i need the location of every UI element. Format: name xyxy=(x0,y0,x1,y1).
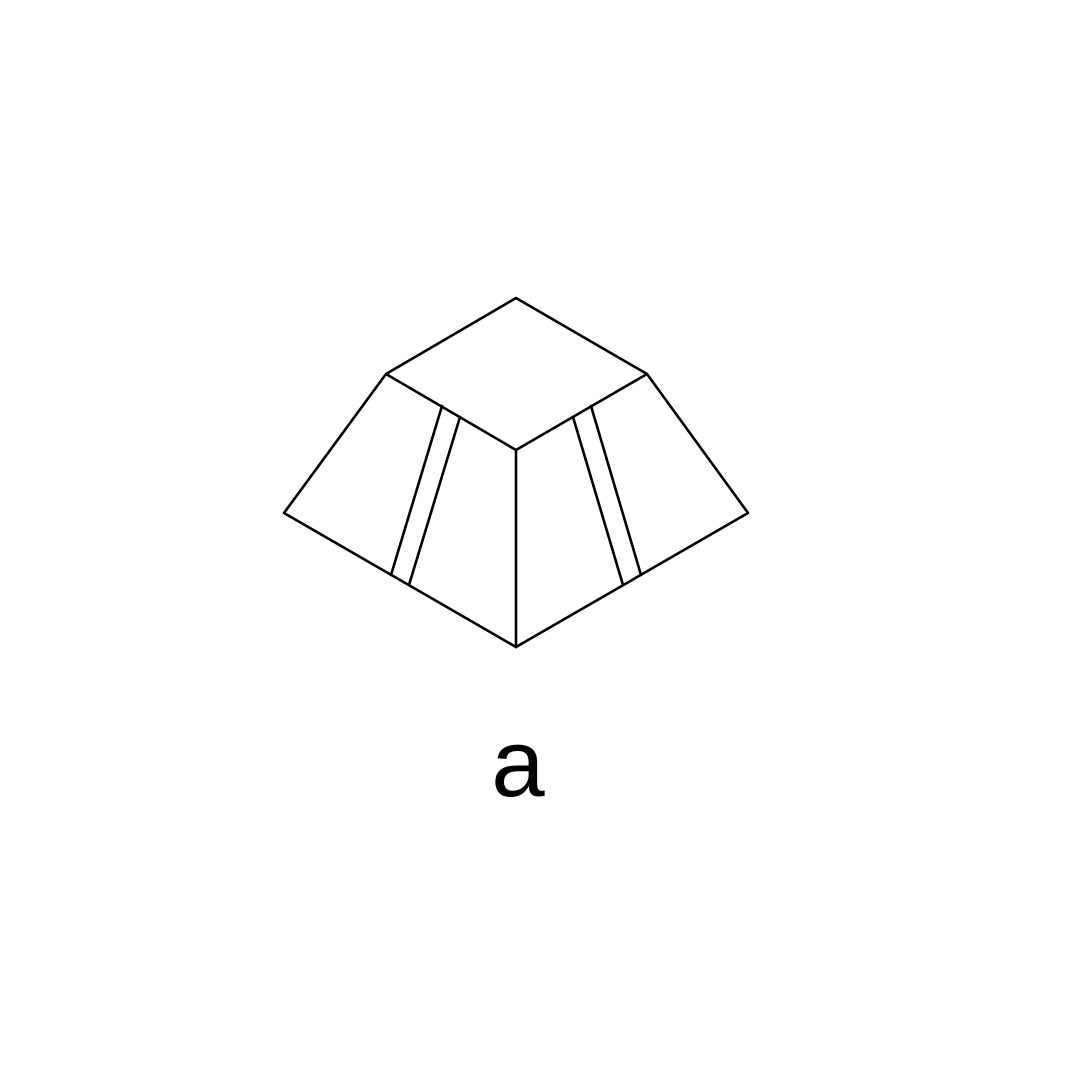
left-stripe-line-1 xyxy=(389,404,444,577)
left-face-stripe xyxy=(389,404,462,587)
right-face-stripe xyxy=(571,404,643,587)
right-stripe-line-2 xyxy=(589,404,643,577)
left-outer-edge xyxy=(282,372,518,649)
left-stripe-line-2 xyxy=(407,415,462,587)
figure-caption: a xyxy=(491,710,545,817)
truncated-pyramid xyxy=(282,296,750,649)
right-stripe-line-1 xyxy=(571,415,625,587)
top-face xyxy=(384,296,649,452)
right-outer-edge xyxy=(514,372,750,649)
